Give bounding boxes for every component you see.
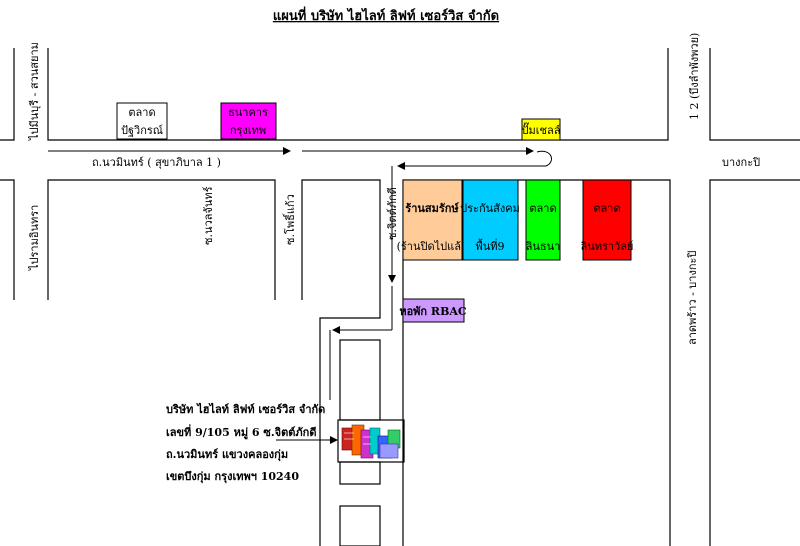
company-address: บริษัท ไฮไลท์ ลิฟท์ เซอร์วิส จำกัด เลขที… xyxy=(166,402,325,484)
company-address-line-1: เลขที่ 9/105 หมู่ 6 ซ.จิตต์ภักดี xyxy=(166,424,316,440)
svg-text:พื้นที่9: พื้นที่9 xyxy=(475,238,504,253)
landmark-gas-station: ปั๊มเชลล์ xyxy=(521,118,561,141)
svg-text:ปั๊มเชลล์: ปั๊มเชลล์ xyxy=(522,122,561,137)
svg-text:ตลาด: ตลาด xyxy=(128,106,155,119)
svg-text:ร้านสมรักษ์: ร้านสมรักษ์ xyxy=(405,202,459,215)
soi-block-1 xyxy=(339,339,381,421)
company-address-line-2: ถ.นวมินทร์ แขวงคลองกุ่ม xyxy=(166,448,288,462)
left-corner-bottom xyxy=(0,179,15,300)
landmark-social-security: ประกันสังคม พื้นที่9 xyxy=(460,179,520,261)
company-address-line-3: เขตบึงกุ่ม กรุงเทพฯ 10240 xyxy=(166,470,299,484)
main-road-top-edge xyxy=(47,48,669,141)
u-turn-arrow xyxy=(536,150,552,167)
soi-block-3 xyxy=(339,505,381,546)
svg-text:ลินทราวัลย์: ลินทราวัลย์ xyxy=(580,240,633,253)
company-location-box xyxy=(337,419,405,463)
block-left xyxy=(47,179,276,300)
company-building-icon xyxy=(341,424,401,459)
road-label-bangkapi: บางกะปิ xyxy=(722,156,760,169)
svg-text:ประกันสังคม: ประกันสังคม xyxy=(460,202,520,215)
landmark-market-green: ตลาด ลินธนา xyxy=(525,179,561,261)
road-label-main: ถ.นวมินทร์ ( สุขาภิบาล 1 ) xyxy=(92,156,221,169)
landmark-shop: ร้านสมรักษ์ (ร้านปิดไปแล้ว) xyxy=(397,179,472,261)
road-label-right-down: ลาดพร้าว - บางกะปิ xyxy=(686,251,699,345)
left-corner-top xyxy=(0,48,15,141)
landmark-bank: ธนาคาร กรุงเทพ xyxy=(220,102,277,140)
block-soi-left xyxy=(301,179,381,546)
company-name: บริษัท ไฮไลท์ ลิฟท์ เซอร์วิส จำกัด xyxy=(166,402,325,416)
route-arrows xyxy=(48,147,552,444)
map-title: แผนที่ บริษัท ไฮไลท์ ลิฟท์ เซอร์วิส จำกั… xyxy=(273,6,499,24)
right-corner-bottom xyxy=(709,179,800,546)
landmark-dorm: หอพัก RBAC xyxy=(399,298,467,323)
svg-text:(ร้านปิดไปแล้ว): (ร้านปิดไปแล้ว) xyxy=(397,240,472,253)
svg-text:กรุงเทพ: กรุงเทพ xyxy=(230,124,266,137)
road-label-top-left: ไปมีนบุรี - สวนสยาม xyxy=(28,42,41,141)
svg-text:ลินธนา: ลินธนา xyxy=(525,240,560,253)
road-label-left-down: ไปรามอินทรา xyxy=(28,205,41,271)
soi-block-2 xyxy=(339,461,381,485)
road-label-top-right: 1 2 (บึงลำพังพวย) xyxy=(688,33,701,120)
svg-text:ปัฐวิกรณ์: ปัฐวิกรณ์ xyxy=(121,124,163,137)
right-corner-top xyxy=(709,48,800,141)
road-label-soi-pho: ซ.โพธิ์แก้ว xyxy=(282,194,297,245)
svg-text:ตลาด: ตลาด xyxy=(529,202,556,215)
svg-text:ธนาคาร: ธนาคาร xyxy=(228,106,268,119)
landmark-market-red: ตลาด ลินทราวัลย์ xyxy=(580,179,633,261)
svg-text:ตลาด: ตลาด xyxy=(593,202,620,215)
landmark-market-top: ตลาด ปัฐวิกรณ์ xyxy=(116,102,168,140)
svg-text:หอพัก RBAC: หอพัก RBAC xyxy=(399,305,467,318)
road-label-soi-nuanchan: ซ.นวลจันทร์ xyxy=(202,186,215,245)
